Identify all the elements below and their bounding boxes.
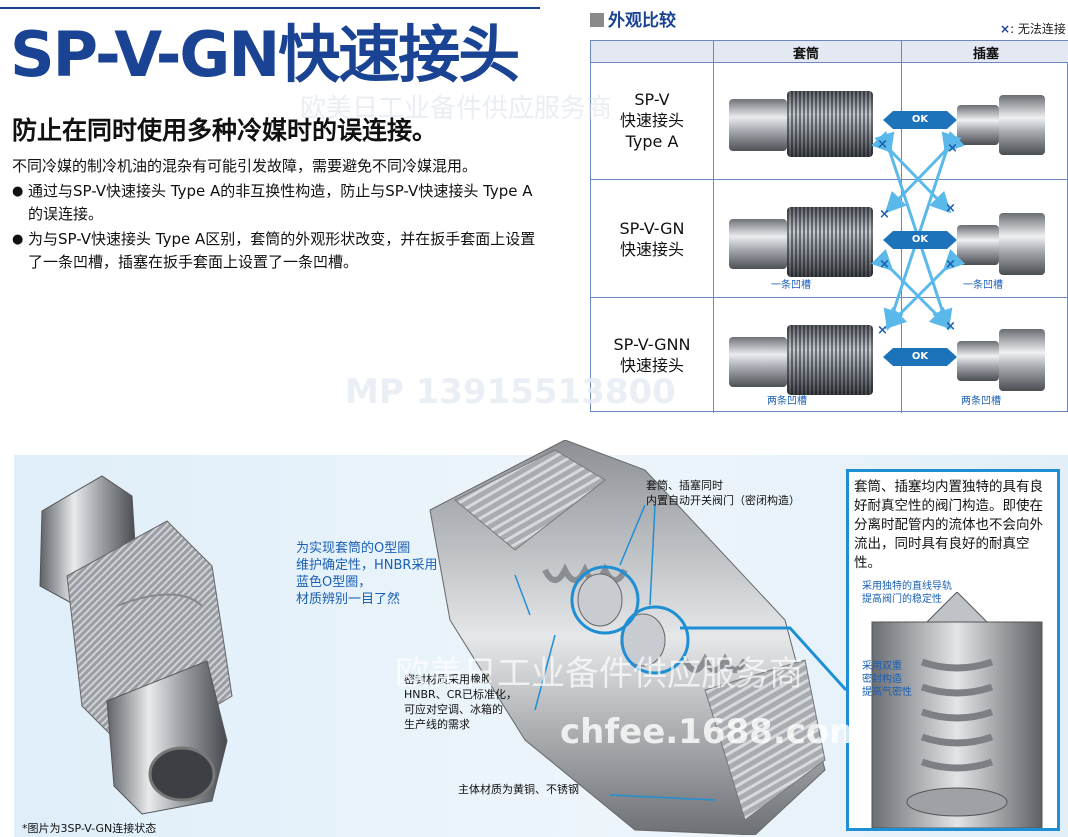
no-connect-icon: × bbox=[879, 257, 890, 272]
watermark-company: 欧美日工业备件供应服务商 bbox=[395, 654, 803, 694]
feature-item: ● 为与SP-V快速接头 Type A区别，套筒的外观形状改变，并在扳手套面上设… bbox=[12, 228, 542, 274]
column-divider bbox=[713, 41, 714, 413]
watermark-site: chfee.1688.com bbox=[560, 712, 865, 752]
page-title: SP-V-GN快速接头 bbox=[10, 18, 520, 91]
cutaway-illustration bbox=[429, 440, 826, 835]
groove-note-two: 两条凹槽 bbox=[961, 396, 1001, 407]
intro-text: 不同冷媒的制冷机油的混杂有可能引发故障，需要避免不同冷媒混用。 bbox=[12, 157, 478, 175]
page-subtitle: 防止在同时使用多种冷媒时的误连接。 bbox=[12, 116, 438, 145]
no-connect-icon: × bbox=[879, 207, 890, 222]
no-connect-icon: × bbox=[945, 201, 956, 216]
row-label-sp-v-gn: SP-V-GN 快速接头 bbox=[619, 219, 685, 259]
callout-oring: 为实现套筒的O型圈 维护确定性，HNBR采用 蓝色O型圈， 材质辨别一目了然 bbox=[296, 541, 438, 607]
plug-hex-sp-v-gn bbox=[999, 213, 1045, 275]
valve-description: 套筒、插塞均内置独特的具有良好耐真空性的阀门构造。即使在分离时配管内的流体也不会… bbox=[854, 479, 1043, 571]
title-square-icon bbox=[590, 13, 604, 27]
feature-text: 为与SP-V快速接头 Type A区别，套筒的外观形状改变，并在扳手套面上设置了… bbox=[28, 230, 536, 271]
socket-image-sp-v bbox=[729, 99, 787, 151]
zoom-note-seal: 采用双重 密封构造 提高气密性 bbox=[862, 661, 912, 698]
watermark-phone: MP 13915513800 bbox=[345, 372, 676, 412]
ok-badge: OK bbox=[883, 231, 957, 249]
ok-badge: OK bbox=[883, 348, 957, 366]
coupler-photo bbox=[39, 475, 233, 815]
no-connect-icon: × bbox=[877, 323, 888, 338]
column-header-plug: 插塞 bbox=[973, 47, 1000, 62]
title-rule bbox=[0, 7, 540, 9]
valve-detail-image bbox=[871, 592, 1043, 828]
comparison-title: 外观比较 bbox=[590, 6, 676, 31]
plug-hex-sp-v-gnn bbox=[999, 329, 1045, 391]
row-divider bbox=[591, 297, 1068, 298]
column-header-socket: 套筒 bbox=[793, 47, 820, 62]
no-connect-icon: × bbox=[947, 141, 958, 156]
socket-sleeve-sp-v bbox=[787, 91, 873, 157]
socket-image-sp-v-gnn bbox=[729, 337, 787, 387]
zoom-connector bbox=[680, 626, 848, 692]
socket-sleeve-sp-v-gn bbox=[787, 207, 873, 277]
plug-hex-sp-v bbox=[999, 95, 1045, 155]
no-connect-icon: × bbox=[877, 137, 888, 152]
legend-note: ×: 无法连接 bbox=[1000, 22, 1066, 36]
feature-list: ● 通过与SP-V快速接头 Type A的非互换性构造，防止与SP-V快速接头 … bbox=[12, 180, 542, 276]
groove-note-two: 两条凹槽 bbox=[767, 396, 807, 407]
callout-seal: 密封材质采用橡胶 HNBR、CR已标准化， 可应对空调、冰箱的 生产线的需求 bbox=[404, 673, 518, 731]
ok-badge: OK bbox=[883, 111, 957, 129]
valve-zoom-box bbox=[846, 469, 1060, 831]
feature-text: 通过与SP-V快速接头 Type A的非互换性构造，防止与SP-V快速接头 Ty… bbox=[28, 182, 533, 223]
groove-note-one: 一条凹槽 bbox=[963, 280, 1003, 291]
callout-valve: 套筒、插塞同时 内置自动开关阀门（密闭构造） bbox=[646, 479, 800, 507]
photo-caption: *图片为3SP-V-GN连接状态 bbox=[22, 822, 157, 835]
zoom-note-guide: 采用独特的直线导轨 提高阀门的稳定性 bbox=[862, 581, 952, 605]
row-divider bbox=[591, 179, 1068, 180]
comparison-table: 套筒 插塞 SP-V 快速接头 Type A SP-V-GN 快速接头 SP-V… bbox=[590, 40, 1068, 413]
bullet-marker: ● bbox=[12, 232, 24, 247]
row-label-sp-v: SP-V 快速接头 Type A bbox=[619, 90, 684, 151]
incompatibility-arrows bbox=[870, 130, 966, 331]
watermark-company-top: 欧美日工业备件供应服务商 bbox=[300, 94, 613, 124]
feature-item: ● 通过与SP-V快速接头 Type A的非互换性构造，防止与SP-V快速接头 … bbox=[12, 180, 542, 226]
plug-image-sp-v-gnn bbox=[957, 341, 999, 381]
no-connect-icon: × bbox=[945, 257, 956, 272]
bullet-marker: ● bbox=[12, 184, 24, 199]
callout-body-material: 主体材质为黄铜、不锈钢 bbox=[458, 783, 579, 796]
socket-image-sp-v-gn bbox=[729, 219, 787, 269]
row-label-sp-v-gnn: SP-V-GNN 快速接头 bbox=[613, 335, 691, 375]
groove-note-one: 一条凹槽 bbox=[771, 280, 811, 291]
socket-sleeve-sp-v-gnn bbox=[787, 325, 873, 395]
no-connect-icon: × bbox=[945, 319, 956, 334]
table-header: 套筒 插塞 bbox=[591, 41, 1068, 63]
